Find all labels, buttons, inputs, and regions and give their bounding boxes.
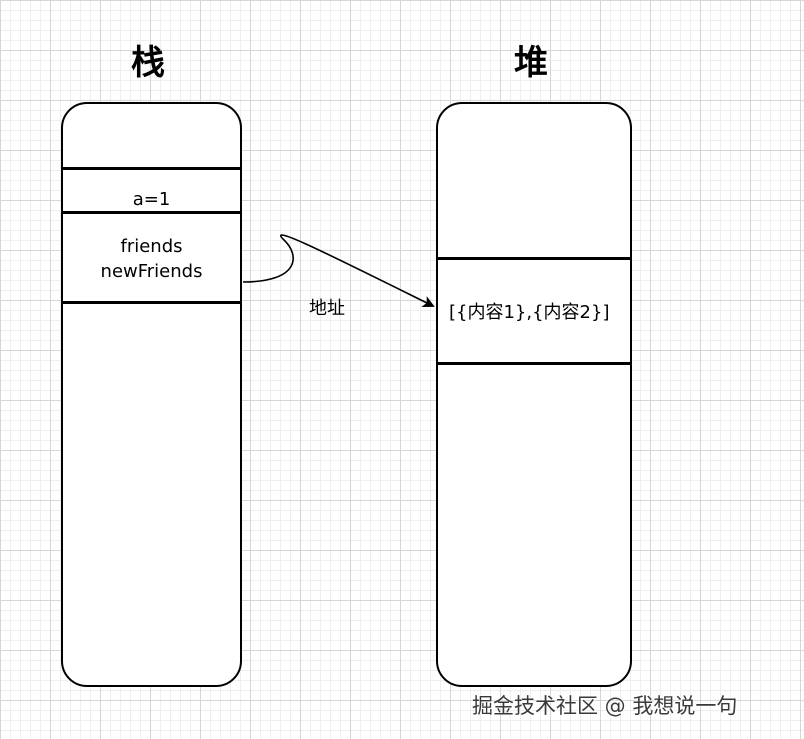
stack-divider [61, 211, 242, 214]
stack-cell-friends: friends newFriends [61, 234, 242, 284]
heap-container [436, 102, 632, 687]
arrow-label: 地址 [309, 298, 345, 319]
stack-title: 栈 [131, 43, 165, 83]
stack-cell-a: a=1 [132, 189, 171, 210]
stack-cell-friends-line2: newFriends [100, 261, 203, 282]
stack-divider [61, 167, 242, 170]
stack-cell-friends-line1: friends [120, 236, 183, 257]
heap-title: 堆 [514, 43, 548, 83]
heap-divider [436, 362, 632, 365]
arrow-path [242, 234, 435, 307]
stack-container [61, 102, 242, 687]
heap-cell-content: [{内容1},{内容2}] [449, 302, 610, 323]
heap-divider [436, 257, 632, 260]
watermark: 掘金技术社区 @ 我想说一句 [472, 694, 738, 718]
stack-divider [61, 301, 242, 304]
